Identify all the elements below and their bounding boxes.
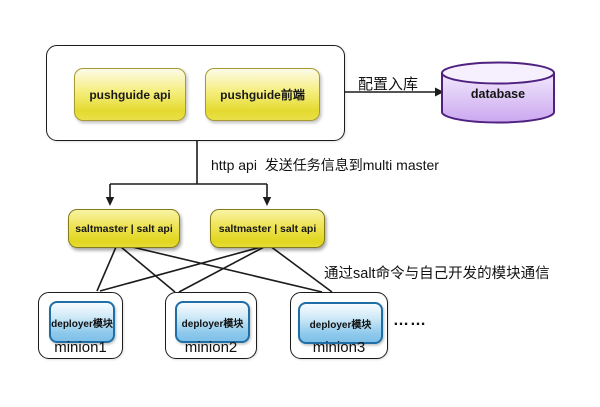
salt-command-note-label: 通过salt命令与自己开发的模块通信	[324, 266, 550, 282]
minion-box-3: deployer模块 minion3	[290, 292, 388, 359]
pushguide-frontend-label: pushguide前端	[220, 88, 305, 102]
database-cylinder: database	[440, 61, 556, 125]
saltmaster-node-2: saltmaster | salt api	[210, 209, 325, 248]
database-cylinder-shape	[441, 61, 555, 124]
master2-minion2-line	[178, 246, 265, 293]
http-api-label: http api 发送任务信息到multi master	[211, 157, 439, 173]
master1-minion1-line	[96, 246, 117, 292]
config-to-db-label: 配置入库	[358, 76, 419, 93]
saltmaster-label-2: saltmaster | salt api	[218, 222, 317, 235]
arrowhead-database-icon	[435, 87, 444, 97]
minion-name-3: minion3	[312, 339, 366, 356]
deployer-module-label-3: deployer模块	[309, 319, 372, 331]
saltmaster-node-1: saltmaster | salt api	[68, 209, 180, 248]
more-minions-ellipsis: ……	[393, 312, 427, 329]
master1-minion3-line	[127, 245, 323, 293]
minion-box-2: deployer模块 minion2	[165, 292, 257, 359]
database-label: database	[470, 87, 526, 101]
deployer-module-node-3: deployer模块	[298, 302, 383, 344]
arrowhead-master2-icon	[262, 197, 272, 206]
deployer-module-label-1: deployer模块	[51, 318, 113, 330]
pushguide-api-label: pushguide api	[89, 87, 171, 102]
deployer-module-label-2: deployer模块	[181, 318, 244, 330]
master2-minion1-line	[99, 246, 262, 292]
minion-name-2: minion2	[184, 339, 238, 356]
pushguide-group-box: pushguide api pushguide前端	[46, 45, 345, 141]
arrowhead-master1-icon	[105, 197, 115, 206]
saltmaster-label-1: saltmaster | salt api	[75, 222, 173, 235]
master2-minion3-line	[269, 245, 333, 293]
pushguide-api-node: pushguide api	[74, 68, 186, 121]
minion-name-1: minion1	[54, 339, 107, 356]
master1-minion2-line	[120, 246, 176, 293]
deployer-module-node-2: deployer模块	[175, 301, 250, 343]
pushguide-frontend-node: pushguide前端	[205, 68, 320, 121]
minion-box-1: deployer模块 minion1	[38, 292, 123, 359]
deployer-module-node-1: deployer模块	[49, 301, 115, 343]
